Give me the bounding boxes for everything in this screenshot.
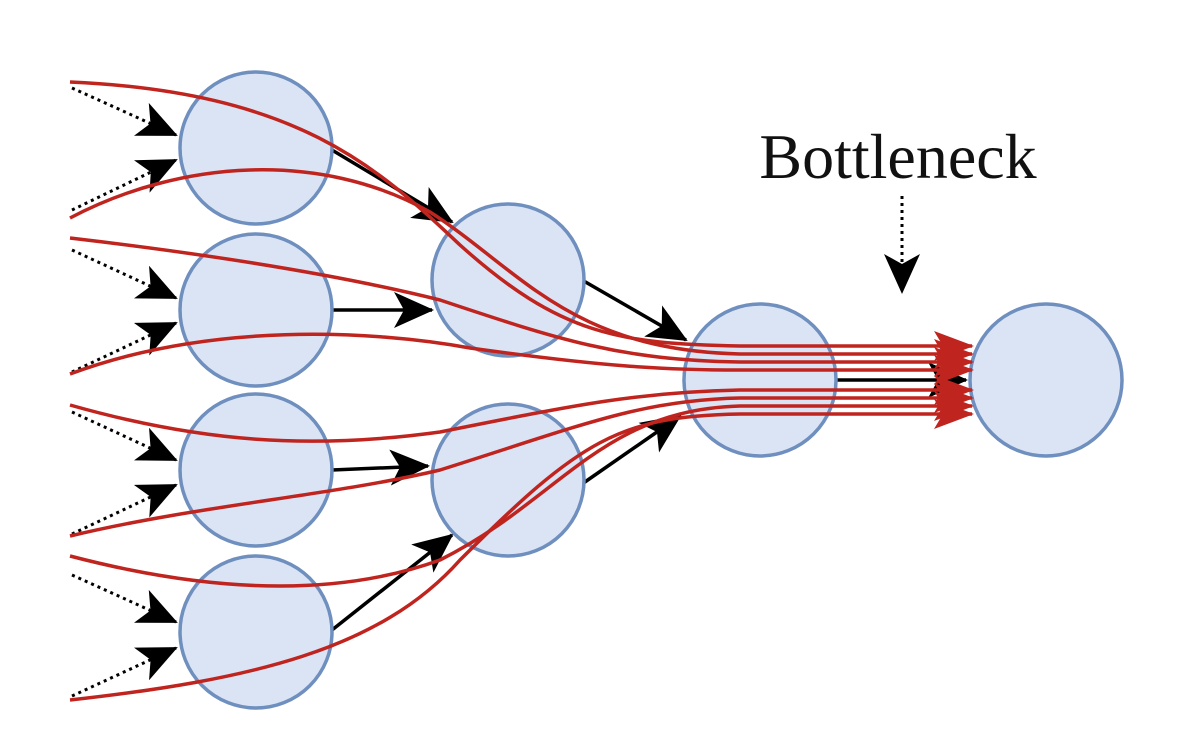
edges <box>330 148 968 632</box>
node-input-3 <box>178 392 334 548</box>
node-hidden-1 <box>430 202 586 358</box>
flow-paths <box>69 80 974 702</box>
input-arrow <box>71 158 178 212</box>
node-input-4 <box>178 554 334 710</box>
flow-path <box>69 375 974 443</box>
node-output <box>968 302 1124 458</box>
input-arrow <box>71 86 178 137</box>
flow-path <box>69 168 974 369</box>
flow-path <box>69 236 974 377</box>
nodes <box>178 70 1124 710</box>
bottleneck-label: Bottleneck <box>759 121 1036 192</box>
edge-input-3-hidden-2 <box>331 449 430 486</box>
node-input-2 <box>178 232 334 388</box>
node-input-1 <box>178 70 334 226</box>
node-hidden-2 <box>430 402 586 558</box>
bottleneck-annotation: Bottleneck <box>759 121 1037 294</box>
input-arrows <box>71 86 178 698</box>
node-hidden-3 <box>682 302 838 458</box>
input-arrow <box>71 248 178 300</box>
edge-input-4-hidden-2 <box>330 533 454 632</box>
input-arrow <box>71 410 178 462</box>
input-arrow <box>71 483 178 536</box>
flow-path <box>69 383 974 538</box>
input-arrow <box>71 646 178 698</box>
edge-hidden-2-hidden-3 <box>581 414 682 486</box>
input-arrow <box>71 321 178 374</box>
flow-path <box>69 399 974 702</box>
input-arrow <box>71 573 178 624</box>
flow-path <box>69 332 974 385</box>
edge-hidden-1-hidden-3 <box>581 278 688 342</box>
